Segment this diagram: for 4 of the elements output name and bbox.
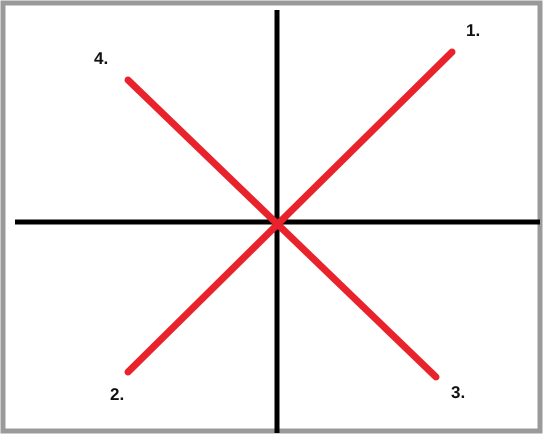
line-end-number: 3. bbox=[451, 384, 466, 401]
line-end-number: 4. bbox=[94, 50, 108, 67]
line-end-number: 2. bbox=[110, 386, 124, 403]
line-end-number: 1. bbox=[466, 22, 480, 39]
